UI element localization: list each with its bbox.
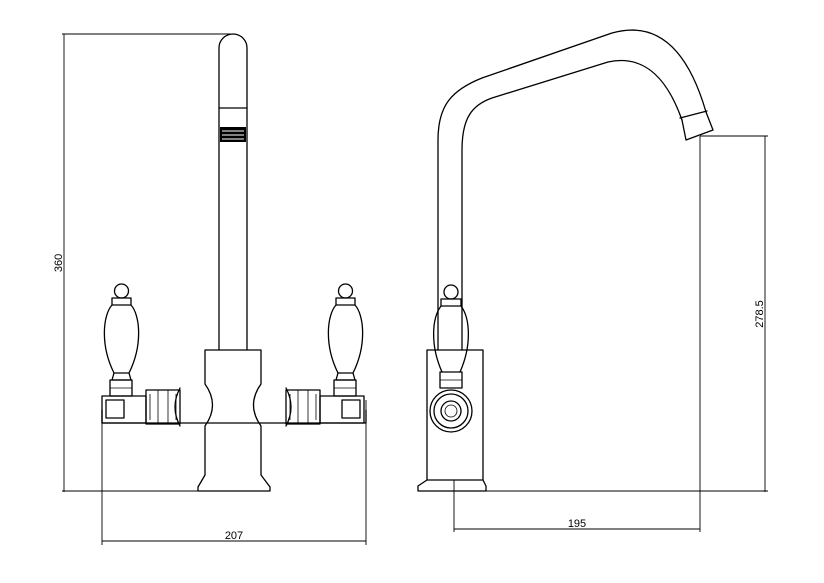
- front-left-valve: [101, 379, 181, 425]
- dimension-label-207: 207: [225, 530, 243, 542]
- side-valve-ring: [429, 389, 473, 433]
- dimension-side-reach: 195: [453, 136, 701, 532]
- dimension-label-278-5: 278.5: [754, 300, 766, 328]
- side-handle: [433, 284, 469, 389]
- front-right-handle: [327, 283, 364, 381]
- side-spout: [437, 29, 714, 351]
- front-base: [101, 409, 367, 424]
- dimension-label-195: 195: [568, 518, 586, 530]
- front-body: [174, 349, 292, 492]
- front-right-valve: [285, 379, 365, 425]
- dimension-front-height: 360: [53, 33, 234, 492]
- side-body: [417, 349, 487, 492]
- front-spout: [218, 33, 248, 351]
- dimension-label-360: 360: [53, 254, 65, 272]
- dimension-front-width: 207: [101, 400, 367, 545]
- front-view: 360 207: [53, 33, 367, 545]
- dimension-side-height: 278.5: [486, 135, 768, 492]
- front-left-handle: [103, 283, 140, 381]
- side-view: 278.5 195: [417, 29, 768, 532]
